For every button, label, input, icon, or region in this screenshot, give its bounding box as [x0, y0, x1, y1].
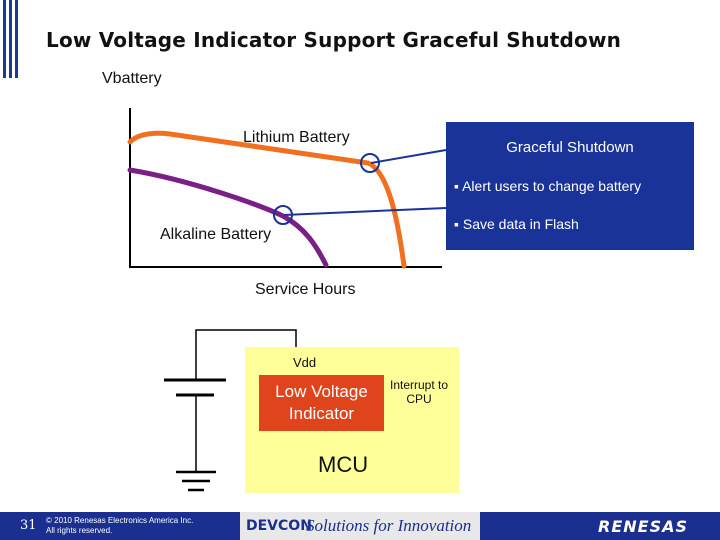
alkaline-threshold-line	[283, 207, 447, 216]
footer-logo-bar: RENESAS	[480, 512, 720, 540]
alkaline-threshold-marker	[273, 205, 293, 225]
lvi-label-line1: Low Voltage	[275, 382, 368, 401]
vdd-label: Vdd	[293, 355, 317, 370]
lithium-battery-label: Lithium Battery	[243, 129, 350, 146]
lvi-label-line2: Indicator	[288, 404, 355, 423]
graceful-shutdown-box: Graceful Shutdown ▪ Alert users to chang…	[446, 122, 694, 250]
bullet-square-icon: ▪	[454, 216, 459, 232]
title-accent-stripe	[0, 0, 20, 78]
shutdown-bullet-alert: ▪ Alert users to change battery	[454, 178, 642, 194]
footer-devcon-banner: DEVCON Solutions for Innovation	[240, 512, 480, 540]
low-voltage-indicator-block: Low Voltage Indicator	[259, 375, 384, 431]
copyright-text: © 2010 Renesas Electronics America Inc. …	[46, 516, 194, 535]
lithium-threshold-marker	[360, 153, 380, 173]
footer-copyright-bar: 31 © 2010 Renesas Electronics America In…	[0, 512, 240, 540]
interrupt-label: Interrupt to CPU	[389, 378, 449, 406]
slide-title: Low Voltage Indicator Support Graceful S…	[46, 28, 622, 52]
y-axis-label: Vbattery	[102, 70, 162, 87]
lithium-battery-curve	[127, 130, 407, 269]
x-axis-label: Service Hours	[255, 281, 356, 298]
graceful-shutdown-heading: Graceful Shutdown	[506, 139, 634, 156]
lithium-threshold-line	[370, 149, 447, 164]
bullet-square-icon: ▪	[454, 178, 459, 194]
page-number: 31	[20, 518, 37, 533]
alkaline-battery-curve	[127, 167, 329, 268]
devcon-logo: DEVCON	[246, 518, 312, 534]
renesas-logo: RENESAS	[598, 517, 688, 536]
alkaline-battery-label: Alkaline Battery	[160, 226, 272, 243]
mcu-label: MCU	[318, 452, 369, 477]
shutdown-bullet-save: ▪ Save data in Flash	[454, 216, 579, 232]
tagline: Solutions for Innovation	[306, 516, 472, 535]
